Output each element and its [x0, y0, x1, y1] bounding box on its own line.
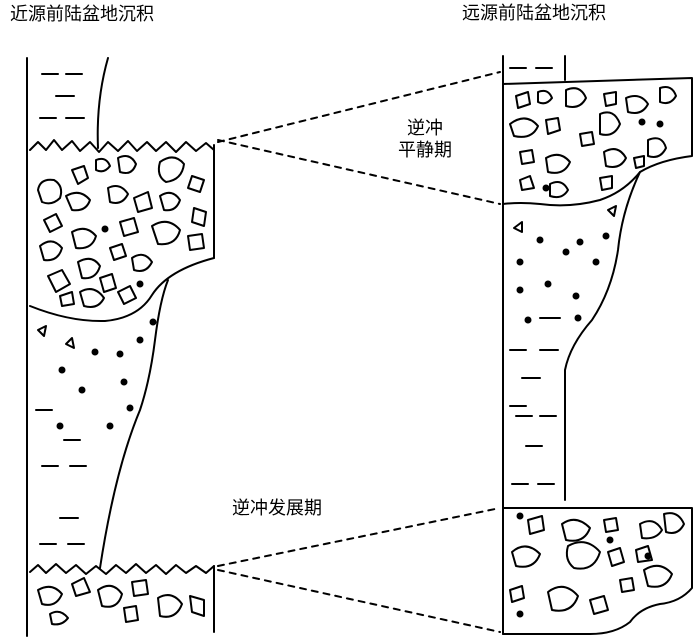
- correlation-lines: [217, 71, 501, 633]
- upper-facies-boundary: [96, 57, 109, 149]
- distal-lower-conglomerate-outline: [502, 507, 693, 635]
- thrust-quiet-phase-label: 逆冲 平静期: [398, 118, 452, 162]
- mudstone-dashes-upper: [39, 73, 85, 119]
- conglomerate-clasts-lower: [37, 577, 205, 626]
- distal-sandstone-dots: [516, 232, 610, 324]
- distal-column-title: 远源前陆盆地沉积: [462, 3, 606, 24]
- distal-sand-mud-boundary: [564, 171, 641, 501]
- correlation-line-development-base: [217, 569, 501, 633]
- conglomerate-clasts-upper: [37, 155, 207, 308]
- sandstone-triangles-left: [37, 325, 75, 349]
- mudstone-dashes-lower: [35, 409, 87, 545]
- distal-conglomerate-clasts-upper: [509, 86, 677, 199]
- proximal-column-title: 近源前陆盆地沉积: [10, 4, 154, 25]
- sand-mud-boundary: [99, 279, 169, 569]
- distal-upper-conglomerate-outline: [502, 77, 693, 207]
- distal-conglomerate-dots-upper: [542, 118, 664, 192]
- sandstone-dots-left: [56, 318, 157, 430]
- correlation-line-top: [217, 71, 501, 143]
- distal-conglomerate-dots-lower: [516, 512, 652, 618]
- correlation-line-quiet: [217, 139, 501, 205]
- distal-conglomerate-clasts-lower: [509, 512, 685, 615]
- thrust-development-phase-label: 逆冲发展期: [232, 498, 322, 519]
- distal-mudstone-dashes: [509, 317, 561, 485]
- proximal-column: [26, 57, 215, 637]
- thrust-quiet-phase-line1: 逆冲: [407, 118, 443, 139]
- lower-conglomerate-top-boundary: [29, 563, 215, 575]
- conglomerate-top-jagged-boundary: [29, 139, 215, 153]
- distal-sandstone-triangles: [513, 205, 617, 233]
- thrust-quiet-phase-line2: 平静期: [398, 140, 452, 161]
- conglomerate-base-boundary: [29, 257, 215, 323]
- distal-column: [502, 55, 693, 635]
- correlation-line-development-top: [217, 507, 501, 567]
- conglomerate-dots-upper: [101, 225, 144, 288]
